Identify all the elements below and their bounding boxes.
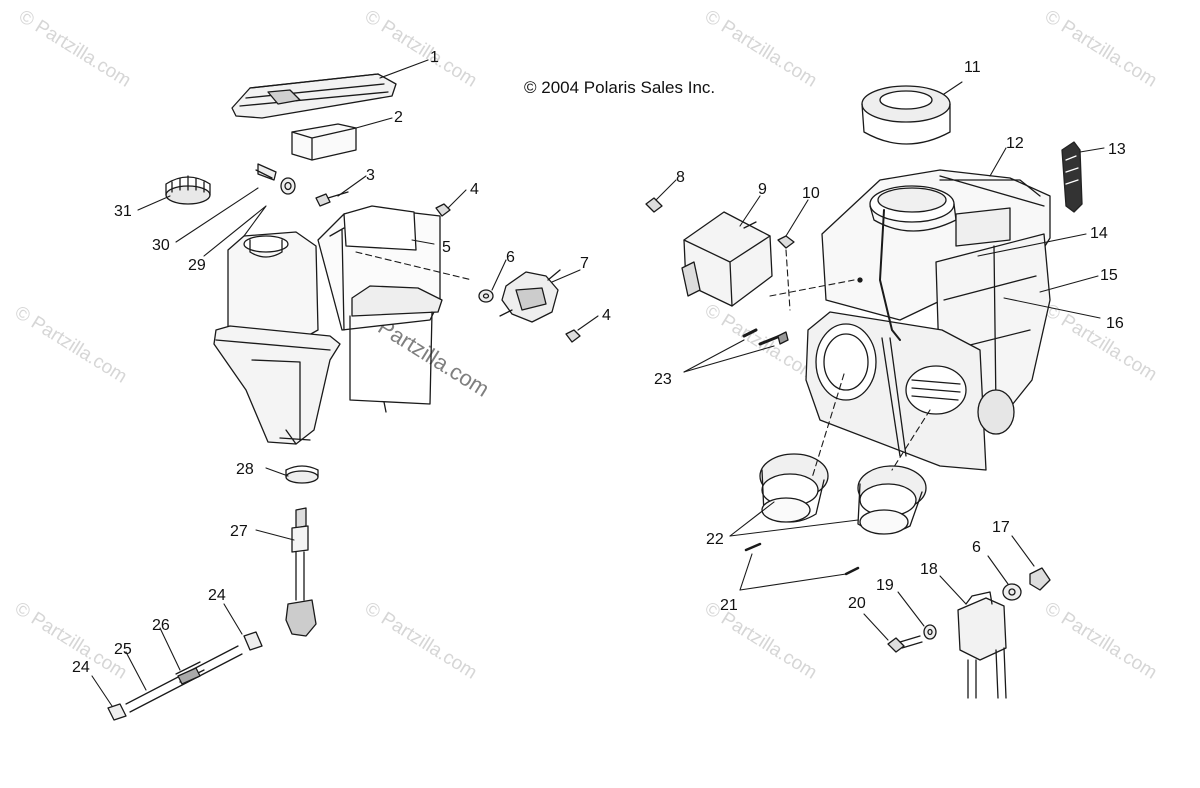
part-31-filler-cap [165,175,211,205]
part-22-boot-left [759,453,829,523]
callout-20: 20 [848,595,866,612]
callout-11: 11 [964,59,981,76]
callout-15: 15 [1100,267,1118,284]
callout-14: 14 [1090,225,1108,242]
callout-8: 8 [676,169,685,186]
callout-9: 9 [758,181,767,198]
callout-27: 27 [230,523,248,540]
callout-4b: 4 [602,307,611,324]
part-airbox-housing [805,169,1051,471]
callout-16: 16 [1106,315,1124,332]
callout-22: 22 [706,531,724,548]
part-oil-tank [213,205,443,445]
callout-18: 18 [920,561,938,578]
part-22-boot-right [857,465,927,535]
part-29-washer [280,177,296,195]
callout-24: 24 [208,587,226,604]
callout-6b: 6 [972,539,981,556]
callout-24b: 24 [72,659,90,676]
part-10-nut [777,235,795,249]
part-28-grommet [285,465,319,484]
part-18-ignition-coil [957,591,1007,699]
part-1-tank-cover [231,73,397,119]
part-9-cdi-box [681,211,773,307]
part-11-foam-ring [861,85,951,145]
callout-1: 1 [430,49,439,66]
part-6-nut-right [1002,583,1022,601]
callout-5: 5 [442,239,451,256]
part-6-nut [478,289,494,303]
part-21-screws [744,542,860,576]
part-17-bolt [1029,567,1051,591]
copyright-notice: © 2004 Polaris Sales Inc. [524,78,716,97]
part-24-cap-right [243,631,263,651]
part-19-washer [923,624,937,640]
callout-7: 7 [580,255,589,272]
callout-12: 12 [1006,135,1024,152]
callout-6: 6 [506,249,515,266]
callout-2: 2 [394,109,403,126]
callout-4: 4 [470,181,479,198]
callout-23: 23 [654,371,672,388]
callout-31: 31 [114,203,132,220]
part-8-bolt [645,197,663,213]
callout-13: 13 [1108,141,1126,158]
part-26-25-oil-line [125,645,243,713]
part-24-cap-left [107,703,127,721]
part-4-nut-lower [565,329,581,343]
part-20-bolt [887,635,923,653]
part-2-foam-block [291,123,357,161]
callout-26: 26 [152,617,170,634]
part-27-oil-level-sensor [285,507,317,637]
callout-30: 30 [152,237,170,254]
part-3-bolt [315,191,349,207]
callout-19: 19 [876,577,894,594]
part-13-clip [1061,141,1083,213]
callout-29: 29 [188,257,206,274]
callout-21: 21 [720,597,738,614]
part-4-nut [435,203,451,217]
part-7-oil-pump [499,269,561,323]
part-30-bolt [255,163,277,181]
callout-28: 28 [236,461,254,478]
part-23-bolts [742,328,789,346]
callout-3: 3 [366,167,375,184]
leader-lines [91,59,1105,707]
callout-25: 25 [114,641,132,658]
callout-labels: 1 2 3 4 4 5 6 6 7 8 9 10 11 12 13 14 15 … [72,49,1126,676]
callout-10: 10 [802,185,820,202]
callout-17: 17 [992,519,1010,536]
